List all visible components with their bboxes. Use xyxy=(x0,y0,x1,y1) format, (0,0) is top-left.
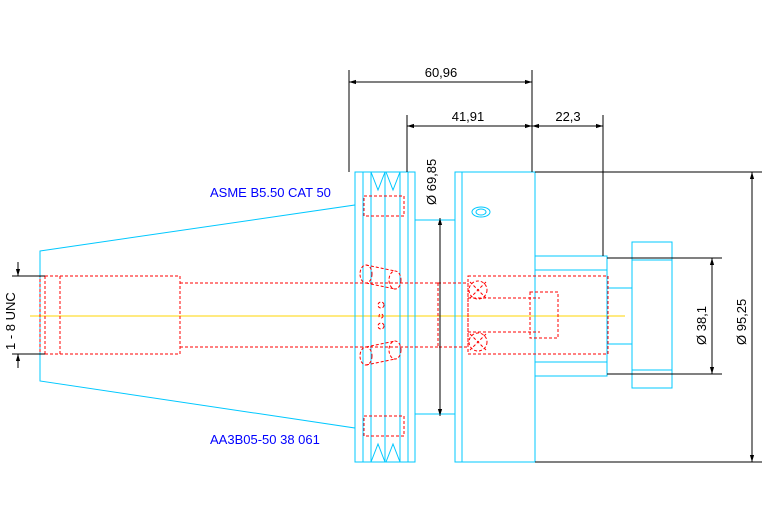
dimension-stud-diameter: Ø 38,1 xyxy=(607,257,722,375)
dim-body-length-text: 41,91 xyxy=(452,109,485,124)
dimension-overall-length: 60,96 xyxy=(348,65,533,172)
dim-body-diameter-text: Ø 95,25 xyxy=(734,299,749,345)
dimension-body-diameter: Ø 95,25 xyxy=(535,171,762,463)
dim-thread-text: 1 - 8 UNC xyxy=(3,292,18,350)
part-number-label: AA3B05-50 38 061 xyxy=(210,432,320,447)
dim-flange-diameter-text: Ø 69,85 xyxy=(424,159,439,205)
dimension-stud-length: 22,3 xyxy=(532,109,604,256)
dim-stud-diameter-text: Ø 38,1 xyxy=(694,306,709,345)
standard-label: ASME B5.50 CAT 50 xyxy=(210,185,331,200)
dimension-thread: 1 - 8 UNC xyxy=(3,262,45,368)
dim-stud-length-text: 22,3 xyxy=(555,109,580,124)
tool-holder-outline xyxy=(39,171,673,463)
dimension-body-length: 41,91 xyxy=(406,109,532,172)
dimension-flange-diameter: Ø 69,85 xyxy=(424,159,443,416)
dim-overall-length-text: 60,96 xyxy=(425,65,458,80)
hidden-features xyxy=(39,195,609,437)
